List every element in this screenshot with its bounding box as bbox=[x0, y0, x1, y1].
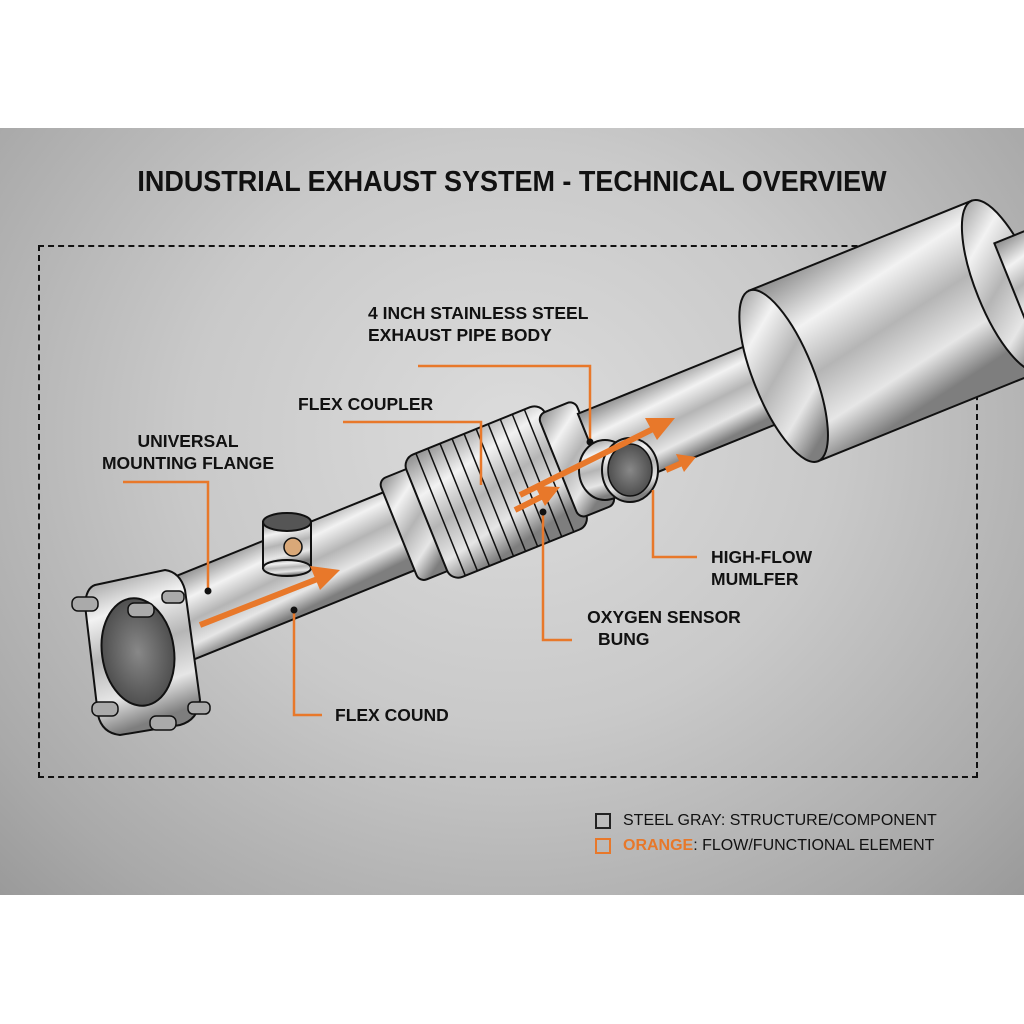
steel-gray-swatch-icon bbox=[595, 812, 611, 829]
leader-flex-cound bbox=[292, 610, 322, 717]
legend-item-steel-gray: STEEL GRAY: STRUCTURE/COMPONENT bbox=[595, 808, 937, 833]
callout-mounting-flange-line2: MOUNTING FLANGE bbox=[101, 453, 275, 473]
diagram-frame bbox=[38, 245, 978, 778]
leader-flex-coupler bbox=[343, 420, 483, 485]
leader-mounting-flange bbox=[123, 480, 210, 590]
callout-oxygen-sensor: OXYGEN SENSOR BUNG bbox=[578, 606, 750, 650]
callout-leaders bbox=[123, 364, 697, 717]
orange-swatch-icon bbox=[595, 837, 611, 854]
leader-muffler bbox=[651, 490, 697, 559]
flow-arrow-icon bbox=[198, 418, 696, 628]
callout-muffler: HIGH-FLOW MUMLFER bbox=[711, 546, 812, 590]
leader-pipe-body bbox=[418, 364, 592, 440]
legend-item-orange: ORANGE: FLOW/FUNCTIONAL ELEMENT bbox=[595, 833, 937, 858]
legend-label-orange: ORANGE: FLOW/FUNCTIONAL ELEMENT bbox=[623, 833, 934, 858]
callout-pipe-body-line2: EXHAUST PIPE BODY bbox=[368, 325, 552, 345]
callout-oxygen-sensor-line2: BUNG bbox=[598, 629, 650, 649]
side-port bbox=[578, 437, 659, 503]
muffler-body bbox=[738, 198, 1024, 463]
leader-oxygen-sensor bbox=[541, 512, 572, 642]
mounting-flange bbox=[71, 568, 211, 737]
pipe-assembly bbox=[150, 198, 1024, 666]
flex-coupler-bellows bbox=[379, 401, 616, 581]
callout-flex-cound: FLEX COUND bbox=[335, 704, 449, 726]
callout-flex-coupler: FLEX COUPLER bbox=[298, 393, 433, 415]
callout-dots bbox=[204, 438, 594, 614]
callout-pipe-body: 4 INCH STAINLESS STEEL EXHAUST PIPE BODY bbox=[368, 302, 588, 346]
oxygen-sensor-bung bbox=[262, 512, 312, 577]
legend-key-orange: ORANGE bbox=[623, 837, 694, 854]
callout-mounting-flange-line1: UNIVERSAL bbox=[137, 431, 239, 451]
callout-muffler-line2: MUMLFER bbox=[711, 569, 799, 589]
legend-rest-orange: : FLOW/FUNCTIONAL ELEMENT bbox=[693, 837, 935, 854]
callout-mounting-flange: UNIVERSAL MOUNTING FLANGE bbox=[93, 430, 283, 474]
diagram-title: INDUSTRIAL EXHAUST SYSTEM - TECHNICAL OV… bbox=[137, 166, 887, 198]
legend-label-steel-gray: STEEL GRAY: STRUCTURE/COMPONENT bbox=[623, 812, 937, 829]
callout-muffler-line1: HIGH-FLOW bbox=[711, 547, 813, 567]
outlet-pipe bbox=[993, 208, 1024, 327]
legend: STEEL GRAY: STRUCTURE/COMPONENT ORANGE: … bbox=[595, 808, 937, 858]
callout-pipe-body-line1: 4 INCH STAINLESS STEEL bbox=[368, 303, 589, 323]
callout-flex-cound-line1: FLEX COUND bbox=[335, 705, 449, 725]
callout-flex-coupler-line1: FLEX COUPLER bbox=[298, 394, 434, 414]
flange-bolt bbox=[71, 590, 211, 731]
callout-oxygen-sensor-line1: OXYGEN SENSOR bbox=[587, 607, 741, 627]
